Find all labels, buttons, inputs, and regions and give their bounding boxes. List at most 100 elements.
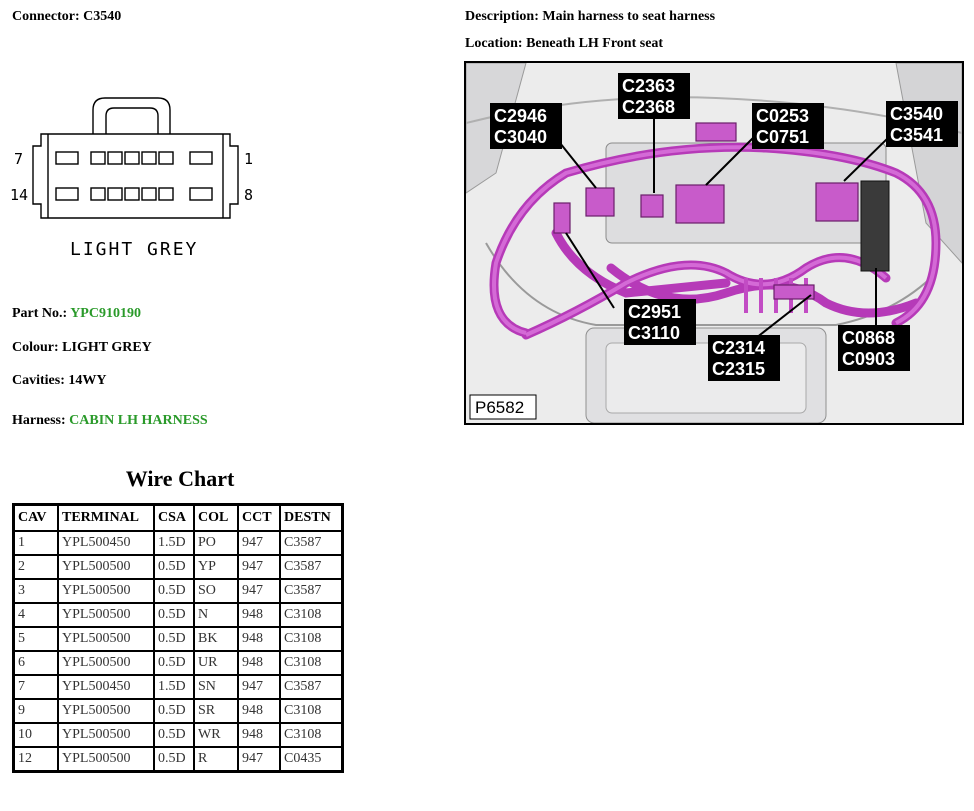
destn-cell: C3587	[279, 674, 344, 700]
terminal-cell: YPL500500	[57, 722, 155, 748]
part-no-line: Part No.: YPC910190	[12, 306, 141, 322]
col-cct-header: CCT	[237, 503, 281, 532]
terminal-cell: YPL500500	[57, 602, 155, 628]
colour-cell: R	[193, 746, 239, 773]
colour-cell: SR	[193, 698, 239, 724]
connector-face-diagram: 7 14 1 8 LIGHT GREY	[10, 97, 253, 260]
colour-cell: UR	[193, 650, 239, 676]
csa-cell: 0.5D	[153, 554, 195, 580]
colour-cell: YP	[193, 554, 239, 580]
location-label: Location:	[465, 36, 523, 51]
col-col-header: COL	[193, 503, 239, 532]
cct-cell: 948	[237, 722, 281, 748]
cav-cell: 12	[12, 746, 59, 773]
callout-c2368: C2368	[622, 97, 675, 117]
destn-cell: C3587	[279, 554, 344, 580]
cct-cell: 947	[237, 746, 281, 773]
destn-cell: C3108	[279, 626, 344, 652]
col-destn-header: DESTN	[279, 503, 344, 532]
csa-cell: 1.5D	[153, 674, 195, 700]
cav-cell: 4	[12, 602, 59, 628]
col-cav-header: CAV	[12, 503, 59, 532]
csa-cell: 0.5D	[153, 698, 195, 724]
colour-cell: N	[193, 602, 239, 628]
csa-cell: 0.5D	[153, 602, 195, 628]
harness-link[interactable]: CABIN LH HARNESS	[69, 413, 208, 428]
terminal-cell: YPL500450	[57, 674, 155, 700]
destn-cell: C3108	[279, 722, 344, 748]
cav-cell: 9	[12, 698, 59, 724]
location-value: Beneath LH Front seat	[526, 36, 664, 51]
connector-label: Connector:	[12, 9, 80, 24]
callout-c3110: C3110	[628, 323, 680, 343]
connector-value: C3540	[83, 9, 122, 24]
callout-c2363: C2363	[622, 76, 675, 96]
colour-cell: WR	[193, 722, 239, 748]
csa-cell: 0.5D	[153, 578, 195, 604]
cav-cell: 7	[12, 674, 59, 700]
wire-chart-header-row: CAV TERMINAL CSA COL CCT DESTN	[12, 503, 344, 532]
callout-c3040: C3040	[494, 127, 547, 147]
cct-cell: 948	[237, 698, 281, 724]
cct-cell: 947	[237, 578, 281, 604]
destn-cell: C3108	[279, 698, 344, 724]
csa-cell: 0.5D	[153, 626, 195, 652]
csa-cell: 1.5D	[153, 530, 195, 556]
callout-c0903: C0903	[842, 349, 895, 369]
terminal-cell: YPL500450	[57, 530, 155, 556]
col-terminal-header: TERMINAL	[57, 503, 155, 532]
part-no-link[interactable]: YPC910190	[70, 306, 141, 321]
cav-cell: 2	[12, 554, 59, 580]
callout-c2946: C2946	[494, 106, 547, 126]
pin-14-label: 14	[10, 186, 28, 204]
location-illustration: C2946 C3040 C2363 C2368 C0253 C0751 C354…	[464, 61, 964, 425]
cct-cell: 948	[237, 602, 281, 628]
terminal-cell: YPL500500	[57, 746, 155, 773]
cct-cell: 948	[237, 650, 281, 676]
destn-cell: C3587	[279, 530, 344, 556]
wire-chart-title: Wire Chart	[125, 466, 235, 491]
callout-c2315: C2315	[712, 359, 765, 379]
csa-cell: 0.5D	[153, 722, 195, 748]
pin-8-label: 8	[244, 186, 253, 204]
col-csa-header: CSA	[153, 503, 195, 532]
callout-c2951: C2951	[628, 302, 681, 322]
colour-label: Colour:	[12, 340, 59, 355]
cavities-label: Cavities:	[12, 373, 65, 388]
callout-c2314: C2314	[712, 338, 765, 358]
callout-c3541: C3541	[890, 125, 943, 145]
cct-cell: 948	[237, 626, 281, 652]
colour-cell: SN	[193, 674, 239, 700]
cav-cell: 10	[12, 722, 59, 748]
cav-cell: 5	[12, 626, 59, 652]
colour-cell: SO	[193, 578, 239, 604]
colour-value: LIGHT GREY	[62, 340, 152, 355]
description-label: Description:	[465, 9, 539, 24]
cav-cell: 6	[12, 650, 59, 676]
csa-cell: 0.5D	[153, 746, 195, 773]
terminal-cell: YPL500500	[57, 698, 155, 724]
cct-cell: 947	[237, 530, 281, 556]
harness-line: Harness: CABIN LH HARNESS	[12, 413, 208, 429]
callout-c0868: C0868	[842, 328, 895, 348]
colour-cell: PO	[193, 530, 239, 556]
pin-7-label: 7	[14, 150, 23, 168]
callout-c0253: C0253	[756, 106, 809, 126]
destn-cell: C3108	[279, 602, 344, 628]
terminal-cell: YPL500500	[57, 578, 155, 604]
location-illustration-drawing: C2946 C3040 C2363 C2368 C0253 C0751 C354…	[466, 63, 962, 423]
terminal-cell: YPL500500	[57, 554, 155, 580]
part-no-label: Part No.:	[12, 306, 68, 321]
destn-cell: C0435	[279, 746, 344, 773]
terminal-cell: YPL500500	[57, 626, 155, 652]
connector-line: Connector: C3540	[12, 9, 121, 25]
description-line: Description: Main harness to seat harnes…	[465, 9, 715, 25]
